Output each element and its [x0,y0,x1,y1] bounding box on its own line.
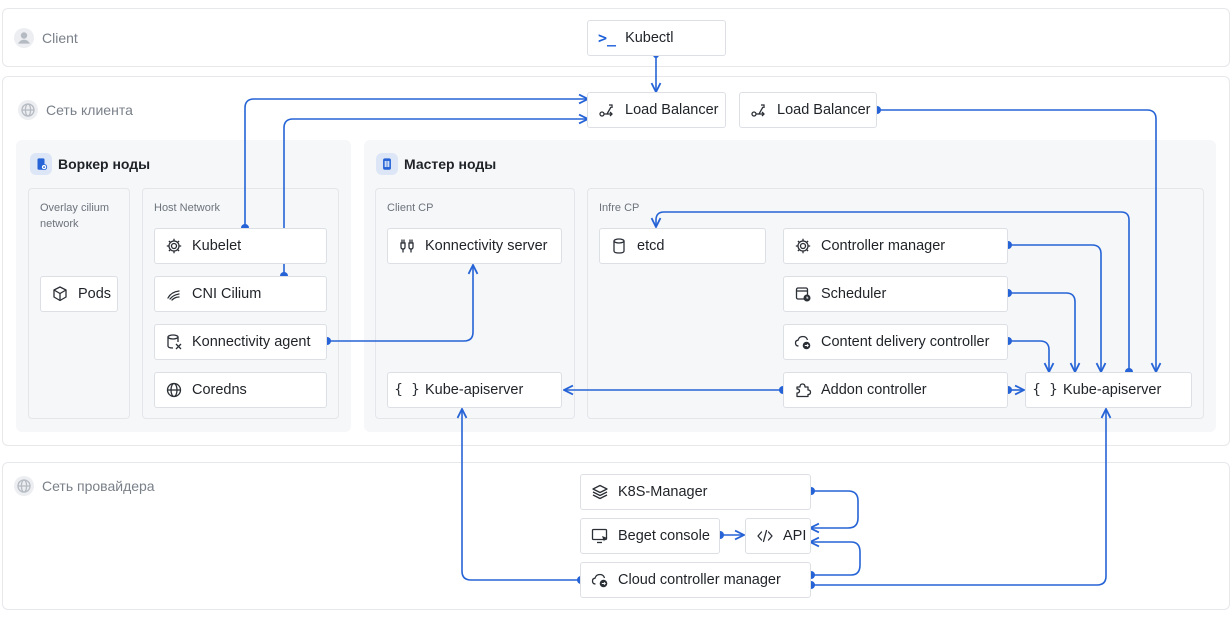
cni-cilium-label: CNI Cilium [192,286,262,302]
kubectl-node[interactable]: >_ Kubectl [587,20,726,56]
etcd-label: etcd [637,238,665,254]
signal-icon [165,285,183,303]
kubectl-label: Kubectl [625,30,674,46]
konnectivity-agent-node[interactable]: Konnectivity agent [154,324,327,360]
terminal-icon: >_ [598,29,617,47]
server-icon [376,153,398,175]
server-icon [30,153,52,175]
content-delivery-controller-node[interactable]: Content delivery controller [783,324,1008,360]
globe-icon [18,100,38,120]
cni-cilium-node[interactable]: CNI Cilium [154,276,327,312]
k8s-manager-label: K8S-Manager [618,484,708,500]
workers-group-title: Воркер ноды [30,153,150,175]
cube-icon [51,285,69,303]
content-delivery-controller-label: Content delivery controller [821,334,990,350]
load-balancer-node-2[interactable]: Load Balancer [739,92,877,128]
layers-icon [591,483,609,501]
client-cp-title: Client CP [387,202,434,214]
band-provider-network-title: Сеть провайдера [42,478,155,494]
cloud-controller-manager-label: Cloud controller manager [618,572,781,588]
gear-icon [165,237,183,255]
overlay-network-title: Overlay cilium network [40,202,110,230]
band-client-label: Client [14,28,78,48]
monitor-icon [591,527,609,545]
load-balancer-node-1[interactable]: Load Balancer [587,92,726,128]
kubelet-label: Kubelet [192,238,242,254]
cylinder-icon [610,237,628,255]
load-balancer-label-1: Load Balancer [625,102,719,118]
konnectivity-server-label: Konnectivity server [425,238,548,254]
scheduler-label: Scheduler [821,286,887,302]
kubelet-node[interactable]: Kubelet [154,228,327,264]
kube-apiserver-client-node[interactable]: { } Kube-apiserver [387,372,562,408]
host-network-title: Host Network [154,202,221,214]
api-label: API [783,528,807,544]
workers-group-label: Воркер ноды [58,156,151,172]
load-balancer-icon [598,101,616,119]
etcd-node[interactable]: etcd [599,228,766,264]
coredns-node[interactable]: Coredns [154,372,327,408]
band-client-title: Client [42,30,78,46]
load-balancer-label-2: Load Balancer [777,102,871,118]
plug-icon [398,237,416,255]
globe-icon [165,381,183,399]
konnectivity-server-node[interactable]: Konnectivity server [387,228,562,264]
gear-icon [794,237,812,255]
beget-console-label: Beget console [618,528,710,544]
controller-manager-label: Controller manager [821,238,946,254]
addon-controller-label: Addon controller [821,382,927,398]
addon-controller-node[interactable]: Addon controller [783,372,1008,408]
kube-apiserver-client-label: Kube-apiserver [425,382,524,398]
load-balancer-icon [750,101,768,119]
konnectivity-agent-label: Konnectivity agent [192,334,311,350]
pods-node[interactable]: Pods [40,276,118,312]
masters-group-title: Мастер ноды [376,153,496,175]
puzzle-icon [794,381,812,399]
beget-console-node[interactable]: Beget console [580,518,720,554]
kube-apiserver-infra-node[interactable]: { } Kube-apiserver [1025,372,1192,408]
braces-icon: { } [394,382,420,398]
api-node[interactable]: API [745,518,811,554]
masters-group-label: Мастер ноды [404,156,497,172]
infra-cp-title: Infre CP [599,202,640,214]
coredns-label: Coredns [192,382,247,398]
cloud-controller-manager-node[interactable]: Cloud controller manager [580,562,811,598]
user-icon [14,28,34,48]
pods-label: Pods [78,286,112,302]
cloud-icon [591,571,609,589]
kube-apiserver-infra-label: Kube-apiserver [1063,382,1162,398]
scheduler-node[interactable]: Scheduler [783,276,1008,312]
braces-icon: { } [1032,382,1058,398]
band-client-network-label: Сеть клиента [18,100,133,120]
globe-icon [14,476,34,496]
controller-manager-node[interactable]: Controller manager [783,228,1008,264]
code-icon [756,527,774,545]
band-provider-network-label: Сеть провайдера [14,476,155,496]
calendar-clock-icon [794,285,812,303]
cloud-icon [794,333,812,351]
band-client-network-title: Сеть клиента [46,102,133,118]
database-icon [165,333,183,351]
k8s-manager-node[interactable]: K8S-Manager [580,474,811,510]
